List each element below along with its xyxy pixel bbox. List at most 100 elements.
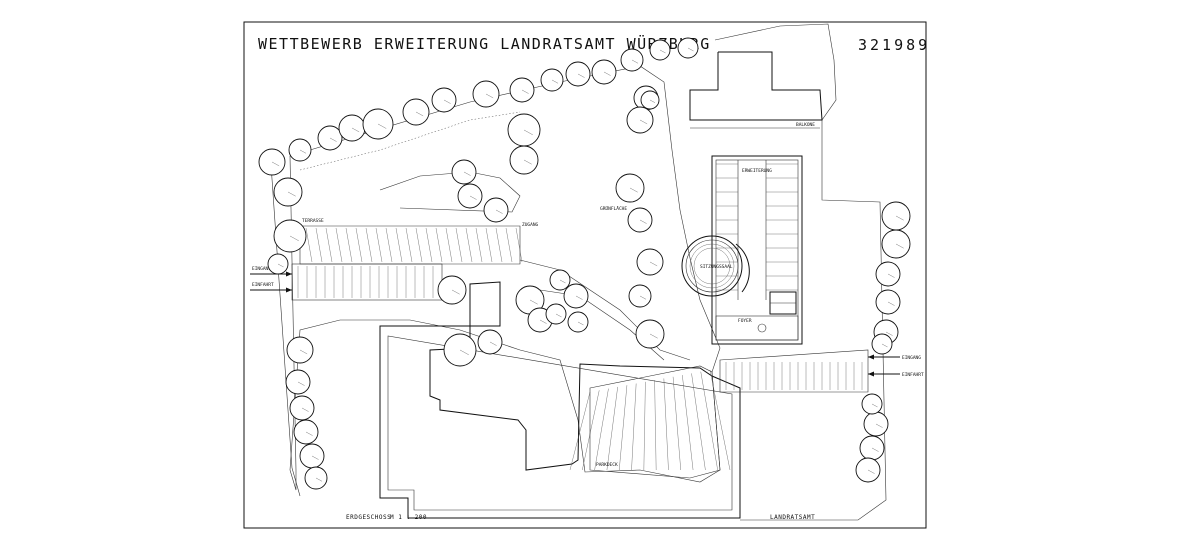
tree-trunk-mark	[299, 349, 308, 355]
label-eingang-left: EINGANG	[252, 266, 271, 272]
fan-line	[663, 378, 669, 471]
tree-trunk-mark	[489, 341, 497, 346]
tree-52	[859, 435, 885, 461]
fan-line	[569, 391, 591, 471]
courtyard-fan	[569, 369, 731, 471]
tree-trunk-mark	[639, 219, 647, 224]
tree-45	[881, 201, 911, 231]
tree-8	[431, 87, 457, 113]
tree-trunk-mark	[311, 455, 319, 460]
tree-trunk-mark	[867, 469, 875, 474]
fan-line	[582, 390, 600, 471]
label-einfahrt-right: EINFAHRT	[902, 372, 924, 378]
arrow-head-eingang-right	[868, 354, 874, 360]
tree-trunk-mark	[443, 99, 451, 104]
hatch-line	[445, 227, 453, 263]
pergola-line	[379, 171, 521, 213]
hatch-line	[365, 227, 373, 263]
tree-group	[258, 37, 911, 490]
tree-51	[863, 411, 889, 437]
tree-53	[855, 457, 881, 483]
tree-trunk-mark	[305, 431, 313, 436]
tree-36	[443, 333, 477, 367]
label-eingang-right: EINGANG	[902, 355, 921, 361]
tree-trunk-mark	[649, 261, 658, 267]
site-boundary-left	[289, 65, 721, 491]
tree-25	[627, 207, 653, 233]
tree-23	[483, 197, 509, 223]
tree-11	[540, 68, 564, 92]
tree-trunk-mark	[887, 301, 895, 306]
label-foyer: FOYER	[738, 318, 752, 324]
tree-47	[875, 261, 901, 287]
hatch-line	[305, 227, 313, 263]
tree-44	[267, 253, 289, 275]
tree-trunk-mark	[639, 119, 648, 125]
tree-43	[304, 466, 328, 490]
entrance-path-left	[291, 263, 443, 301]
tree-trunk-mark	[555, 313, 562, 318]
tree-trunk-mark	[463, 171, 471, 176]
tree-55	[640, 90, 660, 110]
label-sitzungssaal: SITZUNGSSAAL	[700, 264, 733, 270]
existing-building-inner	[387, 335, 733, 511]
tree-trunk-mark	[495, 209, 503, 214]
tree-4	[317, 125, 343, 151]
building-label: LANDRATSAMT	[770, 514, 815, 521]
hatch-line	[385, 227, 393, 263]
tree-trunk-mark	[875, 423, 883, 428]
tree-trunk-mark	[329, 137, 337, 142]
tree-1	[273, 177, 303, 207]
arrow-head-einfahrt-right	[868, 371, 874, 377]
hatch-line	[355, 227, 363, 263]
tree-12	[565, 61, 591, 87]
tree-trunk-mark	[603, 71, 611, 76]
tree-28	[437, 275, 467, 305]
tree-34	[567, 311, 589, 333]
tree-26	[636, 248, 664, 276]
entrance-path-right	[719, 349, 869, 393]
tree-trunk-mark	[415, 111, 424, 117]
tree-31	[549, 269, 571, 291]
hatch-line	[375, 227, 383, 263]
tree-trunk-mark	[377, 123, 387, 129]
tree-trunk-mark	[299, 149, 307, 154]
fan-line	[700, 371, 718, 471]
walkway-diagonal	[519, 259, 691, 361]
drawing-frame	[243, 21, 927, 529]
fan-line	[594, 388, 609, 471]
tree-trunk-mark	[649, 333, 658, 339]
tree-15	[649, 39, 671, 61]
hatch-line	[455, 227, 463, 263]
tree-trunk-mark	[639, 295, 647, 300]
tree-16	[677, 37, 699, 59]
tree-trunk-mark	[871, 403, 878, 408]
tree-trunk-mark	[887, 273, 895, 278]
hatch-line	[335, 227, 343, 263]
tree-trunk-mark	[629, 187, 638, 193]
extension-outline	[711, 155, 803, 345]
tree-trunk-mark	[485, 93, 494, 99]
tree-trunk-mark	[523, 129, 533, 135]
fan-line	[691, 373, 706, 471]
tree-35	[635, 319, 665, 349]
tree-trunk-mark	[523, 159, 532, 165]
label-gruenflaeche: GRÜNFLÄCHE	[600, 205, 627, 212]
tree-20	[509, 145, 539, 175]
tree-32	[563, 283, 589, 309]
foyer-column	[757, 323, 767, 333]
drawing-title: WETTBEWERB ERWEITERUNG LANDRATSAMT WÜRZB…	[258, 34, 711, 53]
tree-48	[875, 289, 901, 315]
tree-trunk-mark	[551, 79, 559, 84]
tree-trunk-mark	[451, 289, 460, 295]
hatch-line	[425, 227, 433, 263]
tree-10	[509, 77, 535, 103]
entrance-hatch-left	[297, 266, 434, 298]
sitzungssaal: SITZUNGSSAAL	[681, 235, 750, 297]
tree-14	[620, 48, 644, 72]
tree-trunk-mark	[469, 195, 477, 200]
tree-trunk-mark	[885, 331, 893, 336]
tree-trunk-mark	[575, 295, 583, 300]
tree-6	[362, 108, 394, 140]
